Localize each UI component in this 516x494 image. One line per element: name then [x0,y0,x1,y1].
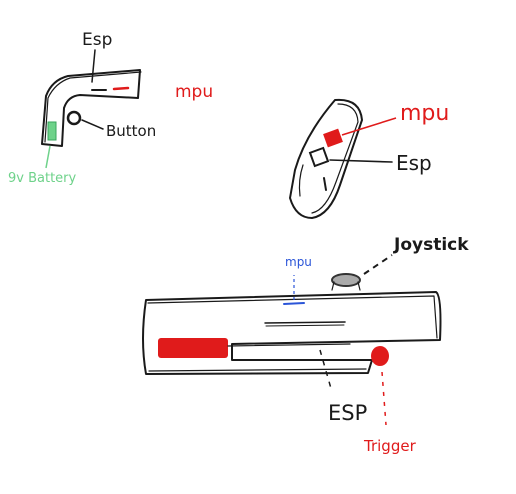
handle-side-mark [323,177,327,191]
glove-battery [47,121,57,141]
gun-esp-leader [319,349,333,393]
gun-joystick-leader [363,254,393,275]
gun-sketch: mpu Joystick ESP Trigger [142,235,469,455]
glove-button [66,110,82,126]
glove-battery-leader [45,145,51,169]
handle-sketch: mpu Esp [289,98,449,219]
glove-sketch: Esp mpu Button 9v Battery [8,30,213,186]
glove-mpu-mark [112,86,130,91]
handle-mpu-label: mpu [400,101,449,126]
glove-esp-leader [91,49,96,83]
gun-esp-label: ESP [328,401,367,425]
gun-joystick [331,273,361,287]
handle-esp-leader [329,159,393,163]
glove-outline [41,69,141,147]
gun-trigger [371,346,389,366]
handle-esp-label: Esp [396,151,432,175]
glove-battery-label: 9v Battery [8,171,77,186]
glove-button-label: Button [106,122,156,140]
gun-joystick-label: Joystick [393,235,469,255]
handle-outline [289,98,363,219]
gun-trigger-label: Trigger [363,437,417,455]
handle-mpu-block [323,128,343,148]
handle-mpu-leader [341,117,397,136]
glove-esp-label: Esp [82,30,112,50]
handle-esp-block [308,146,330,168]
glove-mpu-label: mpu [175,82,213,102]
gun-mpu-mark [283,302,305,305]
gun-rail [264,321,346,324]
glove-button-leader [81,119,104,130]
gun-battery-block [158,338,228,358]
gun-body-outline [142,291,442,375]
gun-mpu-label: mpu [285,255,312,269]
